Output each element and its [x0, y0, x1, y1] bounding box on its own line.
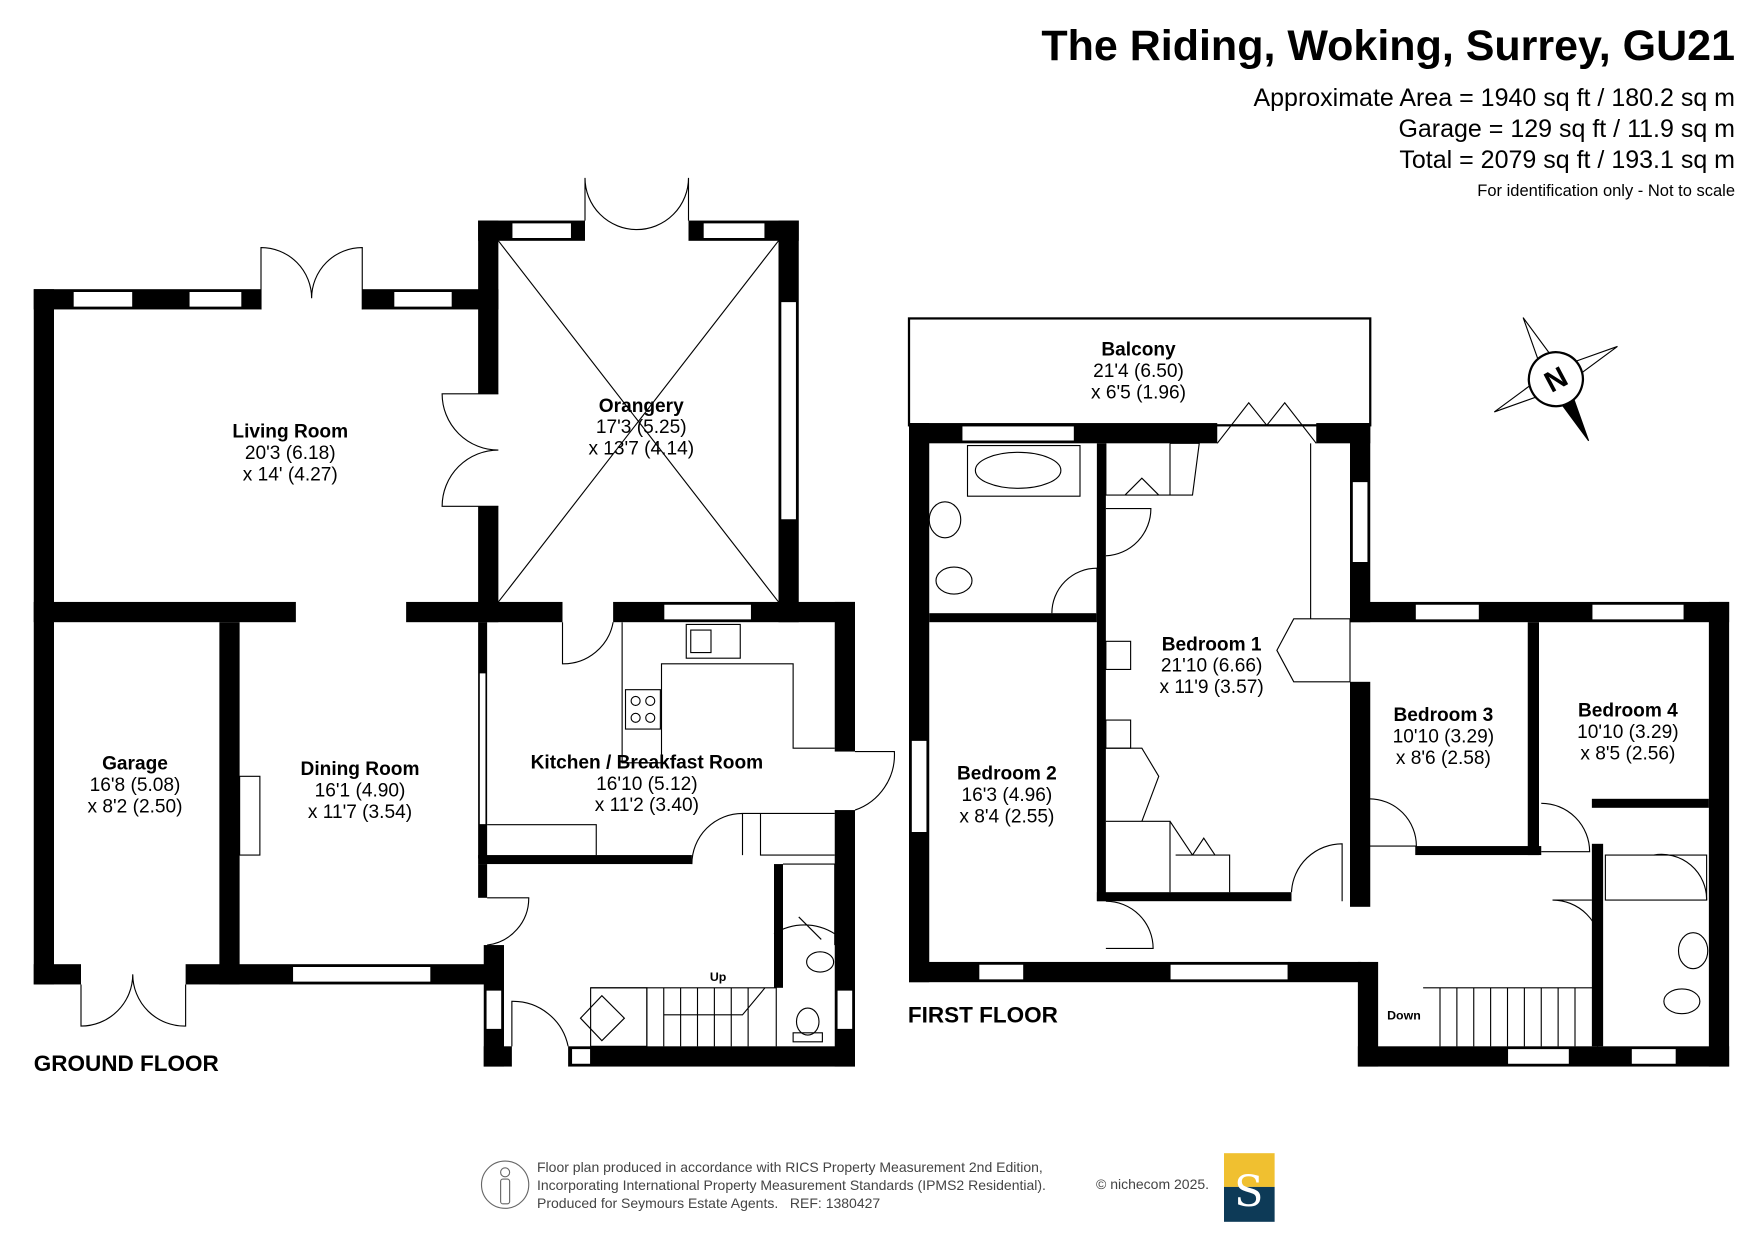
footer-line: Produced for Seymours Estate Agents. REF…	[537, 1195, 881, 1211]
room-dimension: 10'10 (3.29)	[1393, 727, 1494, 748]
room-name: Orangery	[599, 396, 684, 417]
first-floor-windows	[910, 424, 1685, 1065]
room-dimension: x 11'9 (3.57)	[1160, 677, 1264, 698]
room-name: Bedroom 4	[1578, 701, 1678, 722]
footer-line: Incorporating International Property Mea…	[537, 1177, 1046, 1193]
room-kitchen: Kitchen / Breakfast Room 16'10 (5.12) x …	[531, 752, 764, 816]
stairs-up-label: Up	[710, 970, 727, 984]
room-name: Bedroom 3	[1393, 705, 1493, 726]
first-floor-details	[907, 317, 1709, 1047]
scale-disclaimer: For identification only - Not to scale	[1477, 182, 1735, 200]
room-dimension: x 8'2 (2.50)	[88, 796, 183, 817]
person-icon	[480, 1160, 530, 1209]
room-bedroom-1: Bedroom 1 21'10 (6.66) x 11'9 (3.57)	[1160, 634, 1264, 698]
room-bedroom-2: Bedroom 2 16'3 (4.96) x 8'4 (2.55)	[957, 764, 1057, 828]
room-dimension: x 8'6 (2.58)	[1396, 748, 1491, 769]
room-orangery: Orangery 17'3 (5.25) x 13'7 (4.14)	[588, 396, 694, 460]
total-area: Total = 2079 sq ft / 193.1 sq m	[1399, 146, 1735, 174]
footer-line: Floor plan produced in accordance with R…	[537, 1159, 1043, 1175]
room-dimension: 10'10 (3.29)	[1577, 722, 1678, 743]
room-dimension: 16'10 (5.12)	[596, 774, 697, 795]
first-floor-label: FIRST FLOOR	[908, 1003, 1058, 1028]
room-name: Kitchen / Breakfast Room	[531, 752, 764, 773]
room-garage: Garage 16'8 (5.08) x 8'2 (2.50)	[88, 754, 183, 818]
room-name: Dining Room	[301, 759, 420, 780]
room-dimension: x 6'5 (1.96)	[1091, 382, 1186, 403]
room-dimension: 17'3 (5.25)	[596, 417, 687, 438]
footer-text: Floor plan produced in accordance with R…	[537, 1158, 1046, 1212]
room-dining-room: Dining Room 16'1 (4.90) x 11'7 (3.54)	[301, 759, 420, 823]
approximate-area: Approximate Area = 1940 sq ft / 180.2 sq…	[1253, 84, 1735, 112]
room-name: Balcony	[1101, 340, 1176, 361]
room-dimension: 16'8 (5.08)	[90, 775, 181, 796]
copyright: © nichecom 2025.	[1096, 1176, 1210, 1192]
room-dimension: 21'4 (6.50)	[1093, 361, 1184, 382]
ground-floor-windows	[72, 222, 854, 1065]
room-balcony: Balcony 21'4 (6.50) x 6'5 (1.96)	[1091, 340, 1186, 404]
room-dimension: 20'3 (6.18)	[245, 443, 336, 464]
room-bedroom-3: Bedroom 3 10'10 (3.29) x 8'6 (2.58)	[1393, 705, 1494, 769]
room-dimension: 21'10 (6.66)	[1161, 656, 1262, 677]
property-title: The Riding, Woking, Surrey, GU21	[1041, 22, 1735, 70]
room-bedroom-4: Bedroom 4 10'10 (3.29) x 8'5 (2.56)	[1577, 701, 1678, 765]
room-dimension: 16'3 (4.96)	[961, 785, 1052, 806]
compass-icon: N	[1493, 317, 1618, 442]
ground-floor-walls	[33, 220, 855, 1067]
room-dimension: x 8'5 (2.56)	[1580, 743, 1675, 764]
ground-floor-label: GROUND FLOOR	[34, 1051, 219, 1076]
ground-floor-details	[80, 177, 895, 1047]
garage-area: Garage = 129 sq ft / 11.9 sq m	[1398, 115, 1735, 143]
room-dimension: x 11'7 (3.54)	[308, 802, 412, 823]
room-dimension: x 14' (4.27)	[243, 464, 338, 485]
stairs-down-label: Down	[1387, 1008, 1421, 1022]
room-dimension: x 8'4 (2.55)	[959, 806, 1054, 827]
seymours-logo: S	[1224, 1153, 1275, 1222]
room-name: Garage	[102, 754, 168, 775]
room-living-room: Living Room 20'3 (6.18) x 14' (4.27)	[232, 422, 348, 486]
room-dimension: 16'1 (4.90)	[315, 781, 406, 802]
room-dimension: x 11'2 (3.40)	[595, 795, 699, 816]
room-name: Bedroom 1	[1162, 634, 1262, 655]
logo-letter: S	[1234, 1167, 1263, 1217]
room-dimension: x 13'7 (4.14)	[588, 439, 694, 460]
room-name: Bedroom 2	[957, 764, 1057, 785]
room-name: Living Room	[232, 422, 348, 443]
